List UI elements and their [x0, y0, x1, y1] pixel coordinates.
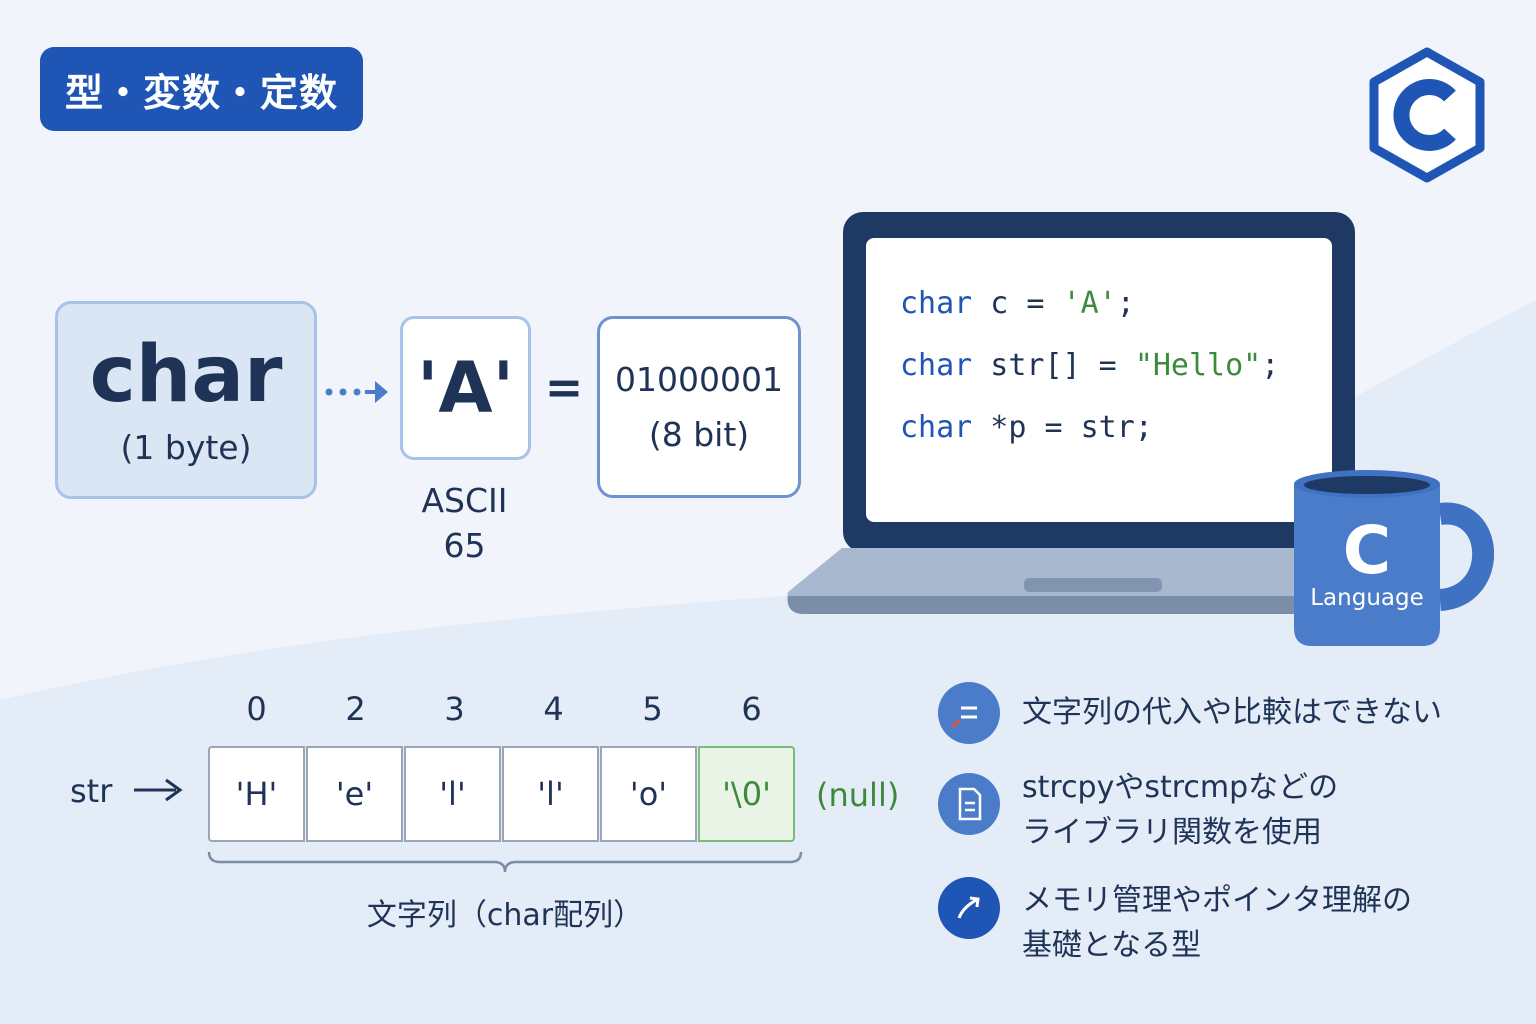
char-keyword: char	[89, 329, 283, 420]
null-label: (null)	[816, 776, 900, 814]
char-array: 'H' 'e' 'l' 'l' 'o' '\0'	[208, 746, 796, 842]
ascii-value: 65	[443, 526, 486, 565]
code-line-2: char str[] = "Hello";	[900, 348, 1280, 383]
array-index: 3	[444, 690, 465, 728]
code-line-1: char c = 'A';	[900, 286, 1135, 321]
ascii-label: ASCII 65	[400, 478, 529, 568]
char-size-label: (1 byte)	[120, 427, 252, 467]
code-line-3: char *p = str;	[900, 410, 1153, 445]
array-index: 6	[741, 690, 762, 728]
note-3-text: メモリ管理やポインタ理解の 基礎となる型	[1022, 878, 1412, 968]
note-2-text: strcpyやstrcmpなどの ライブラリ関数を使用	[1022, 765, 1338, 855]
char-literal-box: 'A'	[400, 316, 531, 460]
str-variable-label: str	[70, 772, 113, 810]
mug-language-label: Language	[1310, 585, 1424, 611]
array-cell: 'l'	[502, 746, 599, 842]
right-arrow-icon	[134, 778, 183, 802]
array-index: 0	[246, 690, 267, 728]
array-brace	[207, 851, 803, 873]
equals-icon	[938, 682, 1000, 744]
array-index: 2	[345, 690, 366, 728]
page-title: 型・変数・定数	[40, 47, 363, 131]
array-index: 4	[543, 690, 564, 728]
null-terminator-cell: '\0'	[698, 746, 795, 842]
array-cell: 'o'	[600, 746, 697, 842]
binary-box: 01000001 (8 bit)	[597, 316, 801, 498]
coffee-mug-icon	[1294, 470, 1494, 646]
arrow-icon	[938, 877, 1000, 939]
ascii-label-text: ASCII	[421, 481, 508, 520]
note-1-line-1: 文字列の代入や比較はできない	[1022, 695, 1442, 730]
note-3-line-2: 基礎となる型	[1022, 928, 1202, 963]
array-index: 5	[642, 690, 663, 728]
binary-value: 01000001	[615, 360, 783, 399]
note-2-line-1: strcpyやstrcmpなどの	[1022, 770, 1339, 805]
document-icon	[938, 773, 1000, 835]
laptop-base	[787, 548, 1381, 614]
dotted-arrow-icon	[325, 381, 388, 403]
laptop-screen	[866, 238, 1332, 522]
note-3-line-1: メモリ管理やポインタ理解の	[1022, 883, 1412, 918]
array-cell: 'e'	[306, 746, 403, 842]
mug-c-letter: C	[1342, 512, 1392, 589]
c-language-logo-icon	[1369, 47, 1485, 183]
array-caption: 文字列（char配列）	[366, 898, 644, 933]
bit-width-label: (8 bit)	[648, 415, 750, 454]
note-1-text: 文字列の代入や比較はできない	[1022, 690, 1442, 735]
array-cell: 'l'	[404, 746, 501, 842]
array-cell: 'H'	[208, 746, 305, 842]
equals-sign: =	[544, 360, 584, 414]
note-2-line-2: ライブラリ関数を使用	[1022, 815, 1322, 850]
char-type-box: char (1 byte)	[55, 301, 317, 499]
